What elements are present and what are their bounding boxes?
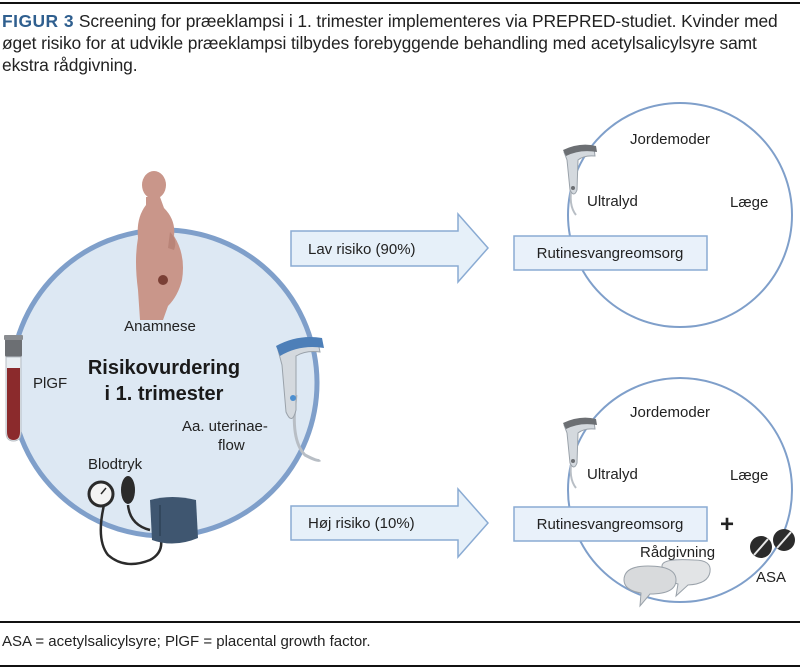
separator-rule [0, 621, 800, 623]
assessment-title-line2: i 1. trimester [105, 383, 224, 405]
low-risk-laege: Læge [730, 194, 768, 211]
high-risk-box-label: Rutinesvangreomsorg [537, 516, 684, 533]
footnote: ASA = acetylsalicylsyre; PlGF = placenta… [2, 633, 371, 650]
blood-pressure-icon [87, 476, 198, 566]
low-risk-box-label: Rutinesvangreomsorg [537, 245, 684, 262]
speech-bubbles-icon [623, 559, 711, 608]
bottom-rule [0, 665, 800, 667]
raadgivning-label: Rådgivning [640, 544, 715, 561]
top-rule [0, 2, 800, 4]
anamnese-label: Anamnese [124, 318, 196, 335]
high-risk-ultrasound-icon [563, 417, 597, 489]
pregnant-woman-icon [136, 171, 183, 320]
flow-label-line1: Aa. uterinae- [182, 418, 268, 435]
blodtryk-label: Blodtryk [88, 456, 143, 473]
plus-sign: + [720, 511, 734, 538]
high-risk-arrow-label: Høj risiko (10%) [308, 515, 415, 532]
pills-icon [750, 529, 795, 558]
low-risk-care-ring [567, 102, 793, 328]
flow-label-line2: flow [218, 437, 245, 454]
blood-tube-icon [4, 335, 23, 442]
low-risk-box [513, 235, 708, 271]
figure-label: FIGUR 3 [2, 11, 75, 31]
high-risk-box [513, 506, 708, 542]
high-risk-arrow [290, 487, 490, 559]
low-risk-arrow-label: Lav risiko (90%) [308, 241, 416, 258]
high-risk-care-ring [567, 377, 793, 603]
high-risk-jordemoder: Jordemoder [630, 404, 710, 421]
figure-caption-text: Screening for præeklampsi i 1. trimester… [2, 11, 778, 75]
high-risk-ultralyd: Ultralyd [587, 466, 638, 483]
assessment-title-line1: Risikovurdering [88, 357, 240, 379]
plgf-label: PlGF [33, 375, 67, 392]
high-risk-laege: Læge [730, 467, 768, 484]
low-risk-arrow [290, 212, 490, 284]
low-risk-ultralyd: Ultralyd [587, 193, 638, 210]
low-risk-jordemoder: Jordemoder [630, 131, 710, 148]
figure-caption: FIGUR 3 Screening for præeklampsi i 1. t… [2, 10, 798, 76]
ultrasound-probe-icon [276, 337, 324, 462]
low-risk-ultrasound-icon [563, 144, 597, 216]
asa-label: ASA [756, 569, 786, 586]
